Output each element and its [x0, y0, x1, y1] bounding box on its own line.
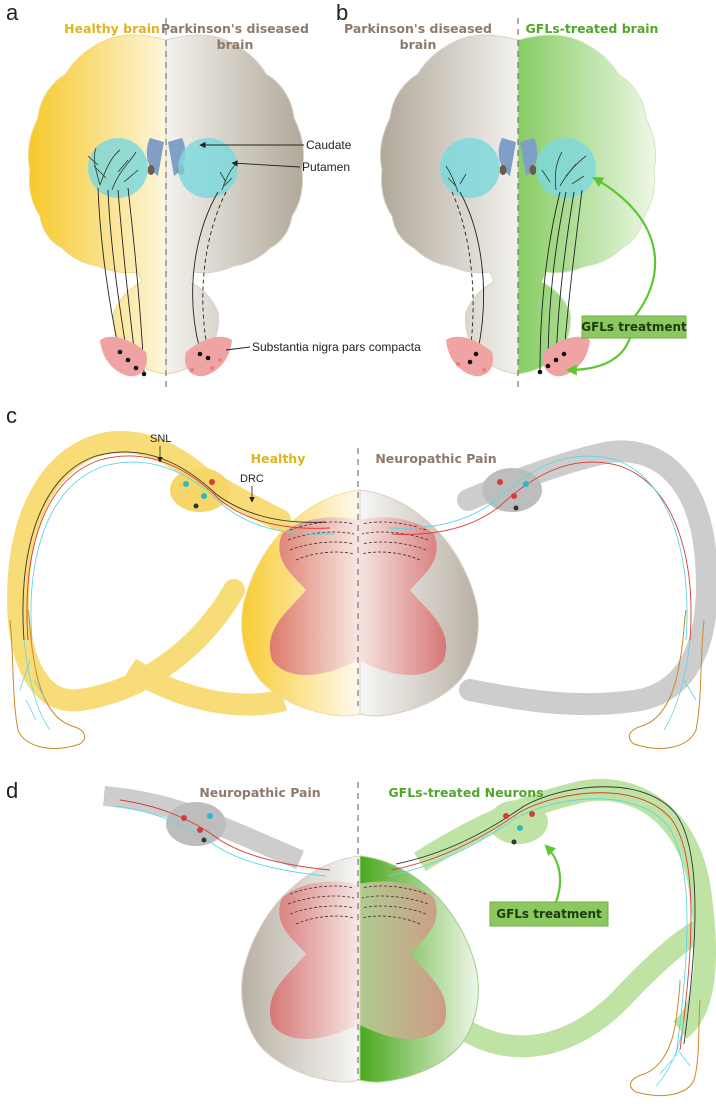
gray-matter-neuropathic	[358, 517, 447, 675]
arrow-gfls-to-drg	[544, 844, 562, 903]
nerve-band-neuropathic	[457, 440, 716, 716]
gfls-treatment-box-b	[581, 315, 687, 339]
gfls-treatment-label-d: GFLs treatment	[496, 907, 602, 921]
arrow-gfls-to-snpc	[565, 337, 632, 376]
panel-letter-d: d	[6, 778, 18, 803]
tracts-treated	[539, 189, 583, 373]
drg-neuropathic	[482, 468, 542, 512]
foot-treated	[629, 979, 701, 1097]
panel-letter-c: c	[6, 403, 17, 428]
nerve-band-healthy-lower	[124, 658, 287, 716]
diseased-brain-half	[165, 34, 305, 375]
panel-letter-a: a	[6, 0, 19, 25]
title-parkinsons-a-line1: Parkinson's diseased	[161, 21, 309, 36]
title-gfls-treated-brain: GFLs-treated brain	[526, 21, 659, 36]
gfls-treatment-box-d	[489, 901, 609, 927]
terminals-treated	[541, 151, 587, 191]
putamen-diseased-b	[440, 138, 500, 198]
foot-neuropathic-fibers	[663, 639, 697, 731]
label-putamen: Putamen	[302, 160, 350, 174]
foot-healthy	[9, 609, 86, 749]
healthy-brain-half	[27, 34, 167, 375]
gfls-treatment-label-b: GFLs treatment	[581, 320, 687, 334]
putamen-healthy	[88, 138, 148, 198]
panel-b: b	[336, 0, 687, 392]
label-snl: SNL	[150, 433, 171, 445]
dopaminergic-terminals-healthy	[87, 147, 139, 191]
panel-a: a	[6, 0, 421, 392]
snpc-neurons-b	[467, 351, 567, 375]
gray-matter-neuropathic-d	[269, 881, 358, 1039]
title-parkinsons-a-line2: brain	[217, 37, 254, 52]
terminals-diseased-b	[445, 165, 467, 193]
title-neuropathic-c: Neuropathic Pain	[375, 451, 496, 466]
snpc-lost-neurons	[190, 358, 222, 372]
ventricle-dot-left-b	[499, 165, 507, 175]
panel-d: d	[6, 778, 716, 1097]
ventricle-dot-right-b	[529, 165, 537, 175]
fibers-treated	[387, 786, 696, 1057]
foot-neuropathic	[628, 609, 705, 749]
title-gfls-treated-neurons: GFLs-treated Neurons	[388, 785, 543, 800]
arrow-putamen	[231, 160, 301, 168]
putamen-treated	[536, 138, 596, 198]
fibers-healthy	[22, 451, 335, 641]
panel-letter-b: b	[336, 0, 348, 25]
title-parkinsons-b-line1: Parkinson's diseased	[344, 21, 492, 36]
gray-matter-treated	[358, 881, 447, 1039]
drg-treated	[488, 800, 548, 844]
snpc-diseased-b	[446, 336, 494, 377]
drg-healthy	[170, 468, 230, 512]
foot-healthy-fibers	[19, 639, 51, 731]
fibers-neuropathic	[387, 455, 692, 641]
snpc-lost-neurons-b	[456, 362, 486, 372]
dorsal-horn-layers-d	[287, 885, 429, 925]
title-neuropathic-d: Neuropathic Pain	[199, 785, 320, 800]
arrow-gfls-to-putamen	[592, 176, 657, 323]
fibers-neuropathic-d	[115, 799, 331, 877]
snpc-treated	[542, 336, 590, 377]
label-drc: DRC	[240, 473, 264, 485]
diseased-brain-half-b	[379, 34, 519, 375]
label-snpc: Substantia nigra pars compacta	[252, 340, 421, 354]
nigrostriatal-tracts-healthy	[97, 187, 145, 373]
drg-cells-c	[183, 479, 529, 511]
drg-cells-d	[181, 811, 535, 845]
putamen-diseased	[178, 138, 238, 198]
title-healthy-c: Healthy	[251, 451, 306, 466]
label-caudate: Caudate	[306, 138, 352, 152]
foot-treated-fibers	[655, 1019, 691, 1087]
nerve-band-treated-lower	[432, 920, 706, 1058]
panel-c: c	[6, 403, 716, 749]
gray-matter-healthy	[269, 517, 358, 675]
title-parkinsons-b-line2: brain	[400, 37, 437, 52]
drg-neuropathic-d	[166, 802, 226, 846]
ventricle-dot-left	[147, 165, 155, 175]
title-healthy-brain: Healthy brain	[64, 21, 160, 36]
nigrostriatal-tracts-diseased	[192, 191, 227, 353]
snpc-neurons	[117, 349, 211, 377]
tracts-diseased-b	[451, 191, 485, 353]
leader-snpc	[225, 346, 251, 351]
